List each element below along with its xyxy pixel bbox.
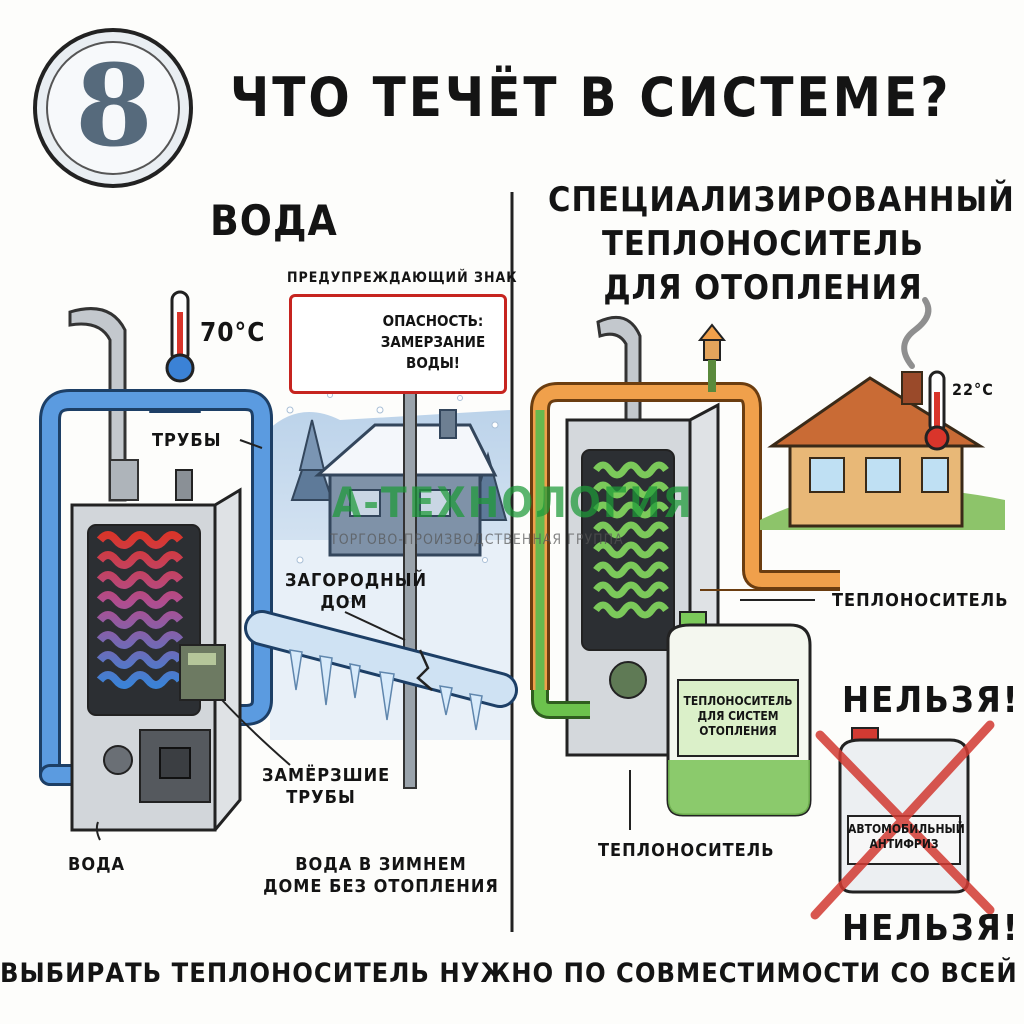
warning-line: ВОДЫ! [406, 354, 460, 372]
winter-caption-line: ДОМЕ БЕЗ ОТОПЛЕНИЯ [263, 876, 499, 897]
coolant-return-pipe [531, 589, 840, 719]
frozen-pointer-arrow [221, 699, 291, 766]
house-label-line: ЗАГОРОДНЫЙ [285, 570, 428, 591]
right-heading-line: СПЕЦИАЛИЗИРОВАННЫЙ [548, 180, 1015, 220]
antifreeze-label: АВТОМОБИЛЬНЫЙ АНТИФРИЗ [848, 822, 965, 852]
coolant-canister [666, 611, 812, 817]
watermark-brand: А-ТЕХНОЛОГИЯ [332, 478, 694, 527]
warm-house-scene [760, 297, 1005, 530]
forbidden-bottom-label: НЕЛЬЗЯ! [842, 908, 1020, 949]
right-boiler-flue [596, 315, 642, 422]
warning-sign-text: ОПАСНОСТЬ: ЗАМЕРЗАНИЕ ВОДЫ! [372, 311, 494, 374]
frozen-pipes-label: ЗАМЁРЗШИЕ ТРУБЫ [262, 765, 391, 809]
sign-caption: ПРЕДУПРЕЖДАЮЩИЙ ЗНАК [287, 270, 518, 286]
page-title: ЧТО ТЕЧЁТ В СИСТЕМЕ? [230, 66, 952, 129]
number-badge [33, 28, 193, 188]
antifreeze-label-line: АНТИФРИЗ [869, 837, 939, 851]
canister-label: ТЕПЛОНОСИТЕЛЬ ДЛЯ СИСТЕМ ОТОПЛЕНИЯ [680, 694, 796, 739]
left-boiler [70, 469, 242, 832]
left-temperature: 70°C [200, 318, 266, 348]
house-pointer-arrow [344, 611, 406, 641]
water-label: ВОДА [68, 854, 126, 875]
bottom-caption: ВЫБИРАТЬ ТЕПЛОНОСИТЕЛЬ НУЖНО ПО СОВМЕСТИ… [0, 958, 1024, 989]
house-label-line: ДОМ [320, 592, 368, 613]
right-heading: СПЕЦИАЛИЗИРОВАННЫЙ ТЕПЛОНОСИТЕЛЬ ДЛЯ ОТО… [548, 178, 1015, 310]
warning-line: ОПАСНОСТЬ: [382, 312, 484, 330]
forbidden-cross-icon [810, 720, 995, 920]
right-temperature: 22°C [952, 380, 994, 399]
left-heading: ВОДА [210, 196, 338, 245]
warning-sign [289, 294, 507, 394]
thermometer-right-icon [924, 370, 950, 451]
canister-label-line: ТЕПЛОНОСИТЕЛЬ [683, 694, 793, 708]
canister-label-line: ОТОПЛЕНИЯ [699, 724, 777, 738]
water-pointer-arrow [95, 821, 101, 841]
frozen-label-line: ТРУБЫ [286, 787, 356, 808]
badge-number: 8 [75, 41, 153, 172]
thermometer-icon [165, 290, 195, 383]
air-vent [697, 323, 727, 392]
house-label: ЗАГОРОДНЫЙ ДОМ [285, 570, 428, 614]
antifreeze-label-line: АВТОМОБИЛЬНЫЙ [848, 822, 965, 836]
frozen-label-line: ЗАМЁРЗШИЕ [262, 765, 391, 786]
right-heading-line: ТЕПЛОНОСИТЕЛЬ [602, 224, 924, 264]
boiler-coolant-label: ТЕПЛОНОСИТЕЛЬ [598, 840, 775, 861]
winter-caption: ВОДА В ЗИМНЕМ ДОМЕ БЕЗ ОТОПЛЕНИЯ [256, 854, 506, 898]
pipes-label: ТРУБЫ [152, 430, 222, 451]
right-heading-line: ДЛЯ ОТОПЛЕНИЯ [603, 268, 923, 308]
boiler-flue [68, 307, 139, 502]
winter-caption-line: ВОДА В ЗИМНЕМ [295, 854, 467, 875]
pipes-pointer-arrow [239, 439, 263, 449]
coolant-supply-pipe [530, 382, 840, 690]
coolant-label: ТЕПЛОНОСИТЕЛЬ [832, 590, 1009, 611]
watermark-subtitle: ТОРГОВО-ПРОИЗВОДСТВЕННАЯ ГРУППА [330, 532, 624, 548]
frozen-pipe [244, 610, 518, 731]
warning-line: ЗАМЕРЗАНИЕ [380, 333, 486, 351]
canister-label-line: ДЛЯ СИСТЕМ [697, 709, 779, 723]
forbidden-top-label: НЕЛЬЗЯ! [842, 680, 1020, 721]
